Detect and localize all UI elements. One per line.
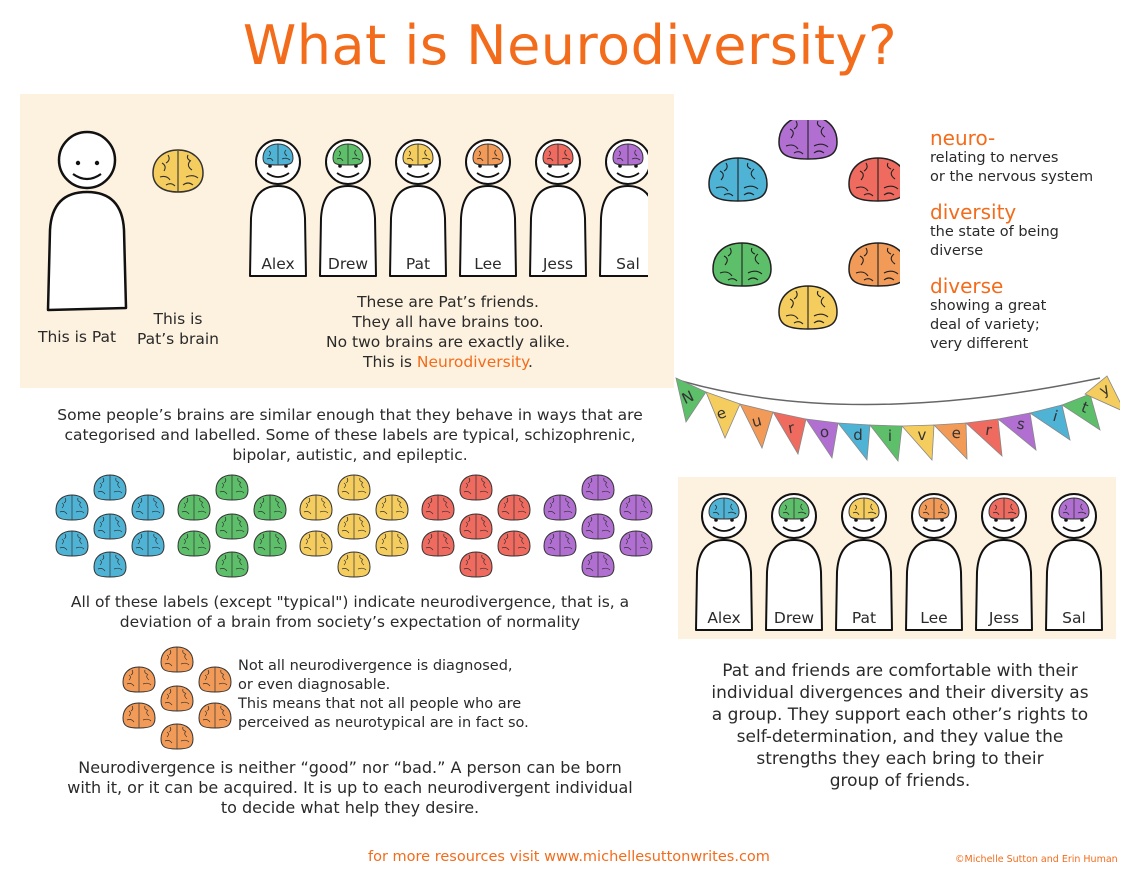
group-description: Pat and friends are comfortable with the… (711, 661, 1089, 791)
friends-row-bottom: Alex Drew Pat Lee Jess Sal (694, 492, 1104, 634)
banner-letter: i (888, 427, 892, 445)
brain-caption: This is Pat’s brain (137, 310, 219, 348)
definition-term: diversity (930, 200, 1017, 224)
friend-name-label: Jess (542, 255, 574, 273)
friend-name-label: Drew (773, 609, 815, 627)
banner-letter: e (951, 424, 961, 443)
brain-icon (152, 149, 204, 193)
page-title: What is Neurodiversity? (242, 14, 898, 77)
banner-letter: d (853, 426, 863, 444)
friend-name-label: Alex (261, 255, 295, 273)
labels-description: Some people’s brains are similar enough … (57, 406, 643, 464)
friend-name-label: Sal (1062, 609, 1086, 627)
pat-figure-illustration (46, 130, 128, 312)
friend-name-label: Jess (988, 609, 1020, 627)
friend-name-label: Pat (851, 609, 877, 627)
definition-term: neuro- (930, 126, 996, 150)
friends-row-top: Alex Drew Pat Lee Jess Sal (248, 138, 657, 280)
undiagnosed-description: Not all neurodivergence is diagnosed, or… (238, 658, 529, 731)
definition-diverse: diverse showing a great deal of variety;… (930, 275, 1130, 354)
neurodiversity-bunting-banner: N e u r o d i v e r s i t y (675, 375, 1120, 463)
friend-name-label: Lee (474, 255, 502, 273)
banner-letter: i (1051, 407, 1060, 425)
friends-illustration (249, 139, 657, 277)
brain-clusters-illustration (55, 472, 665, 582)
definition-diversity: diversity the state of being diverse (930, 201, 1130, 261)
banner-letter: r (984, 421, 993, 440)
neurodiversity-highlight: Neurodiversity (416, 353, 529, 371)
definition-term: diverse (930, 274, 1004, 298)
orange-brain-cluster-illustration (122, 644, 242, 754)
friend-name-label: Pat (405, 255, 431, 273)
banner-letter: r (787, 419, 797, 438)
friends-illustration (695, 493, 1103, 631)
banner-letter: u (750, 411, 764, 431)
banner-letter: o (819, 423, 830, 442)
friend-name-label: Alex (707, 609, 741, 627)
copyright-notice: ©Michelle Sutton and Erin Human (955, 854, 1118, 865)
friends-description: These are Pat’s friends. They all have b… (326, 293, 570, 371)
pat-caption: This is Pat (38, 328, 117, 346)
neurodivergence-description: All of these labels (except "typical") i… (70, 593, 630, 631)
banner-letter: s (1015, 414, 1027, 433)
friend-name-label: Sal (616, 255, 640, 273)
good-bad-description: Neurodivergence is neither “good” nor “b… (67, 758, 633, 817)
banner-letter: v (918, 426, 927, 444)
resources-link[interactable]: for more resources visit www.michellesut… (368, 849, 770, 865)
friend-name-label: Lee (920, 609, 948, 627)
brain-ring-illustration (708, 120, 900, 330)
definition-neuro: neuro- relating to nerves or the nervous… (930, 127, 1130, 187)
definitions-list: neuro- relating to nerves or the nervous… (930, 127, 1130, 354)
friend-name-label: Drew (327, 255, 369, 273)
